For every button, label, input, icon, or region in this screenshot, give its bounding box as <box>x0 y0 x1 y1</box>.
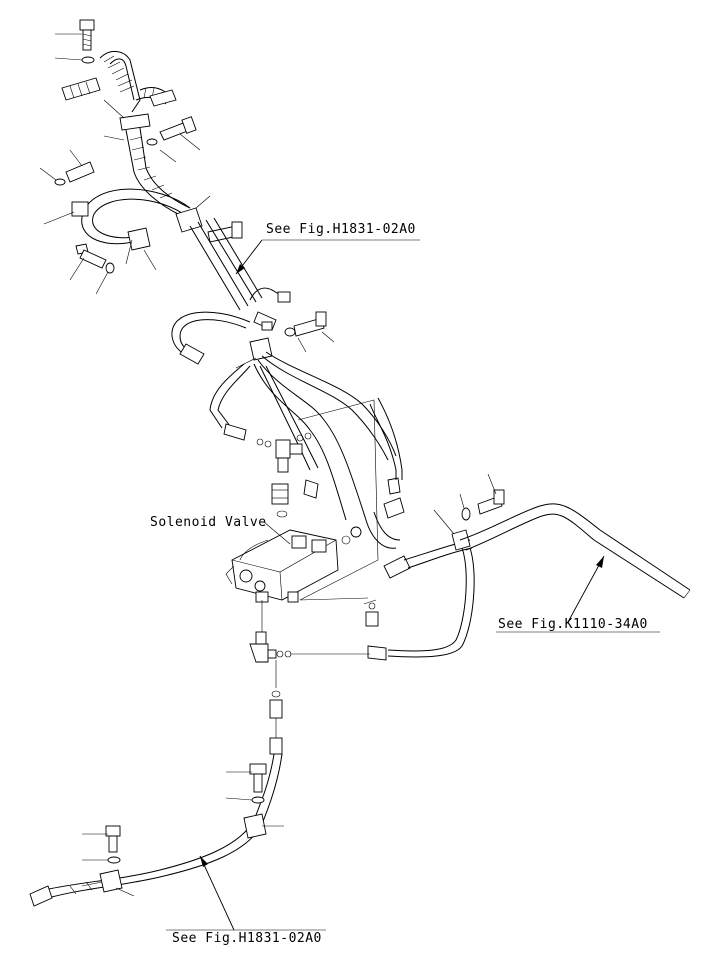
reference-arrow <box>235 239 420 275</box>
washer-icon <box>107 856 121 864</box>
top-bolt-assembly <box>39 19 243 295</box>
fitting-icon <box>61 77 101 101</box>
clamp-icon <box>243 813 284 839</box>
tee-fitting-icon <box>275 439 303 473</box>
bolt-icon <box>226 763 267 793</box>
bolt-icon <box>65 149 95 183</box>
bolt-icon <box>477 473 505 515</box>
bolt-icon <box>69 243 107 281</box>
fitting-icon <box>179 343 205 365</box>
reference-label-bottom: See Fig.H1831-02A0 <box>172 931 322 946</box>
bolt-icon <box>82 825 121 853</box>
washer-icon <box>146 138 158 146</box>
bolt-icon <box>293 311 327 337</box>
clamp-icon <box>127 227 157 271</box>
o-ring-icon <box>341 535 351 545</box>
o-ring-icon <box>276 510 288 518</box>
fitting-icon <box>383 477 405 519</box>
washer-icon <box>54 178 66 186</box>
bolt-icon <box>79 19 95 51</box>
mid-hose-bundle <box>171 217 420 601</box>
clamp-icon <box>103 99 151 131</box>
bolt-icon <box>159 116 197 141</box>
reference-arrow <box>166 855 326 931</box>
clamp-icon <box>43 201 89 225</box>
o-ring-icon <box>256 438 264 446</box>
solenoid-valve-label: Solenoid Valve <box>150 515 267 530</box>
o-ring-icon <box>264 440 272 448</box>
fitting-icon <box>29 885 53 907</box>
plug-icon <box>350 526 362 538</box>
adapter-icon <box>271 483 289 505</box>
lower-hose-assembly <box>29 600 370 931</box>
reference-label-top: See Fig.H1831-02A0 <box>266 222 416 237</box>
fitting-icon <box>383 555 411 579</box>
washer-icon <box>461 507 471 521</box>
o-ring-icon <box>271 690 281 698</box>
washer-icon <box>81 56 95 64</box>
fitting-icon <box>269 737 283 755</box>
valve-assembly <box>223 397 473 627</box>
solenoid-valve <box>225 529 339 603</box>
fitting-icon <box>269 699 283 719</box>
reference-arrow <box>496 555 660 633</box>
right-hose-assembly <box>367 473 691 661</box>
washer-icon <box>251 796 265 804</box>
elbow-fitting-icon <box>249 631 277 663</box>
fitting-icon <box>149 89 177 107</box>
o-ring-icon <box>276 650 284 658</box>
clamp-icon <box>235 337 273 369</box>
clamp-icon <box>99 869 135 897</box>
fitting-icon <box>303 479 319 499</box>
clamp-icon <box>175 195 211 233</box>
washer-icon <box>105 262 115 274</box>
bolt-icon <box>207 221 243 243</box>
elbow-fitting-icon <box>249 287 291 331</box>
fitting-icon <box>223 423 247 441</box>
reference-label-right: See Fig.K1110-34A0 <box>498 617 648 632</box>
fitting-icon <box>367 645 387 661</box>
plug-icon <box>363 599 379 627</box>
o-ring-icon <box>304 432 312 440</box>
o-ring-icon <box>296 434 304 442</box>
washer-icon <box>284 327 296 337</box>
